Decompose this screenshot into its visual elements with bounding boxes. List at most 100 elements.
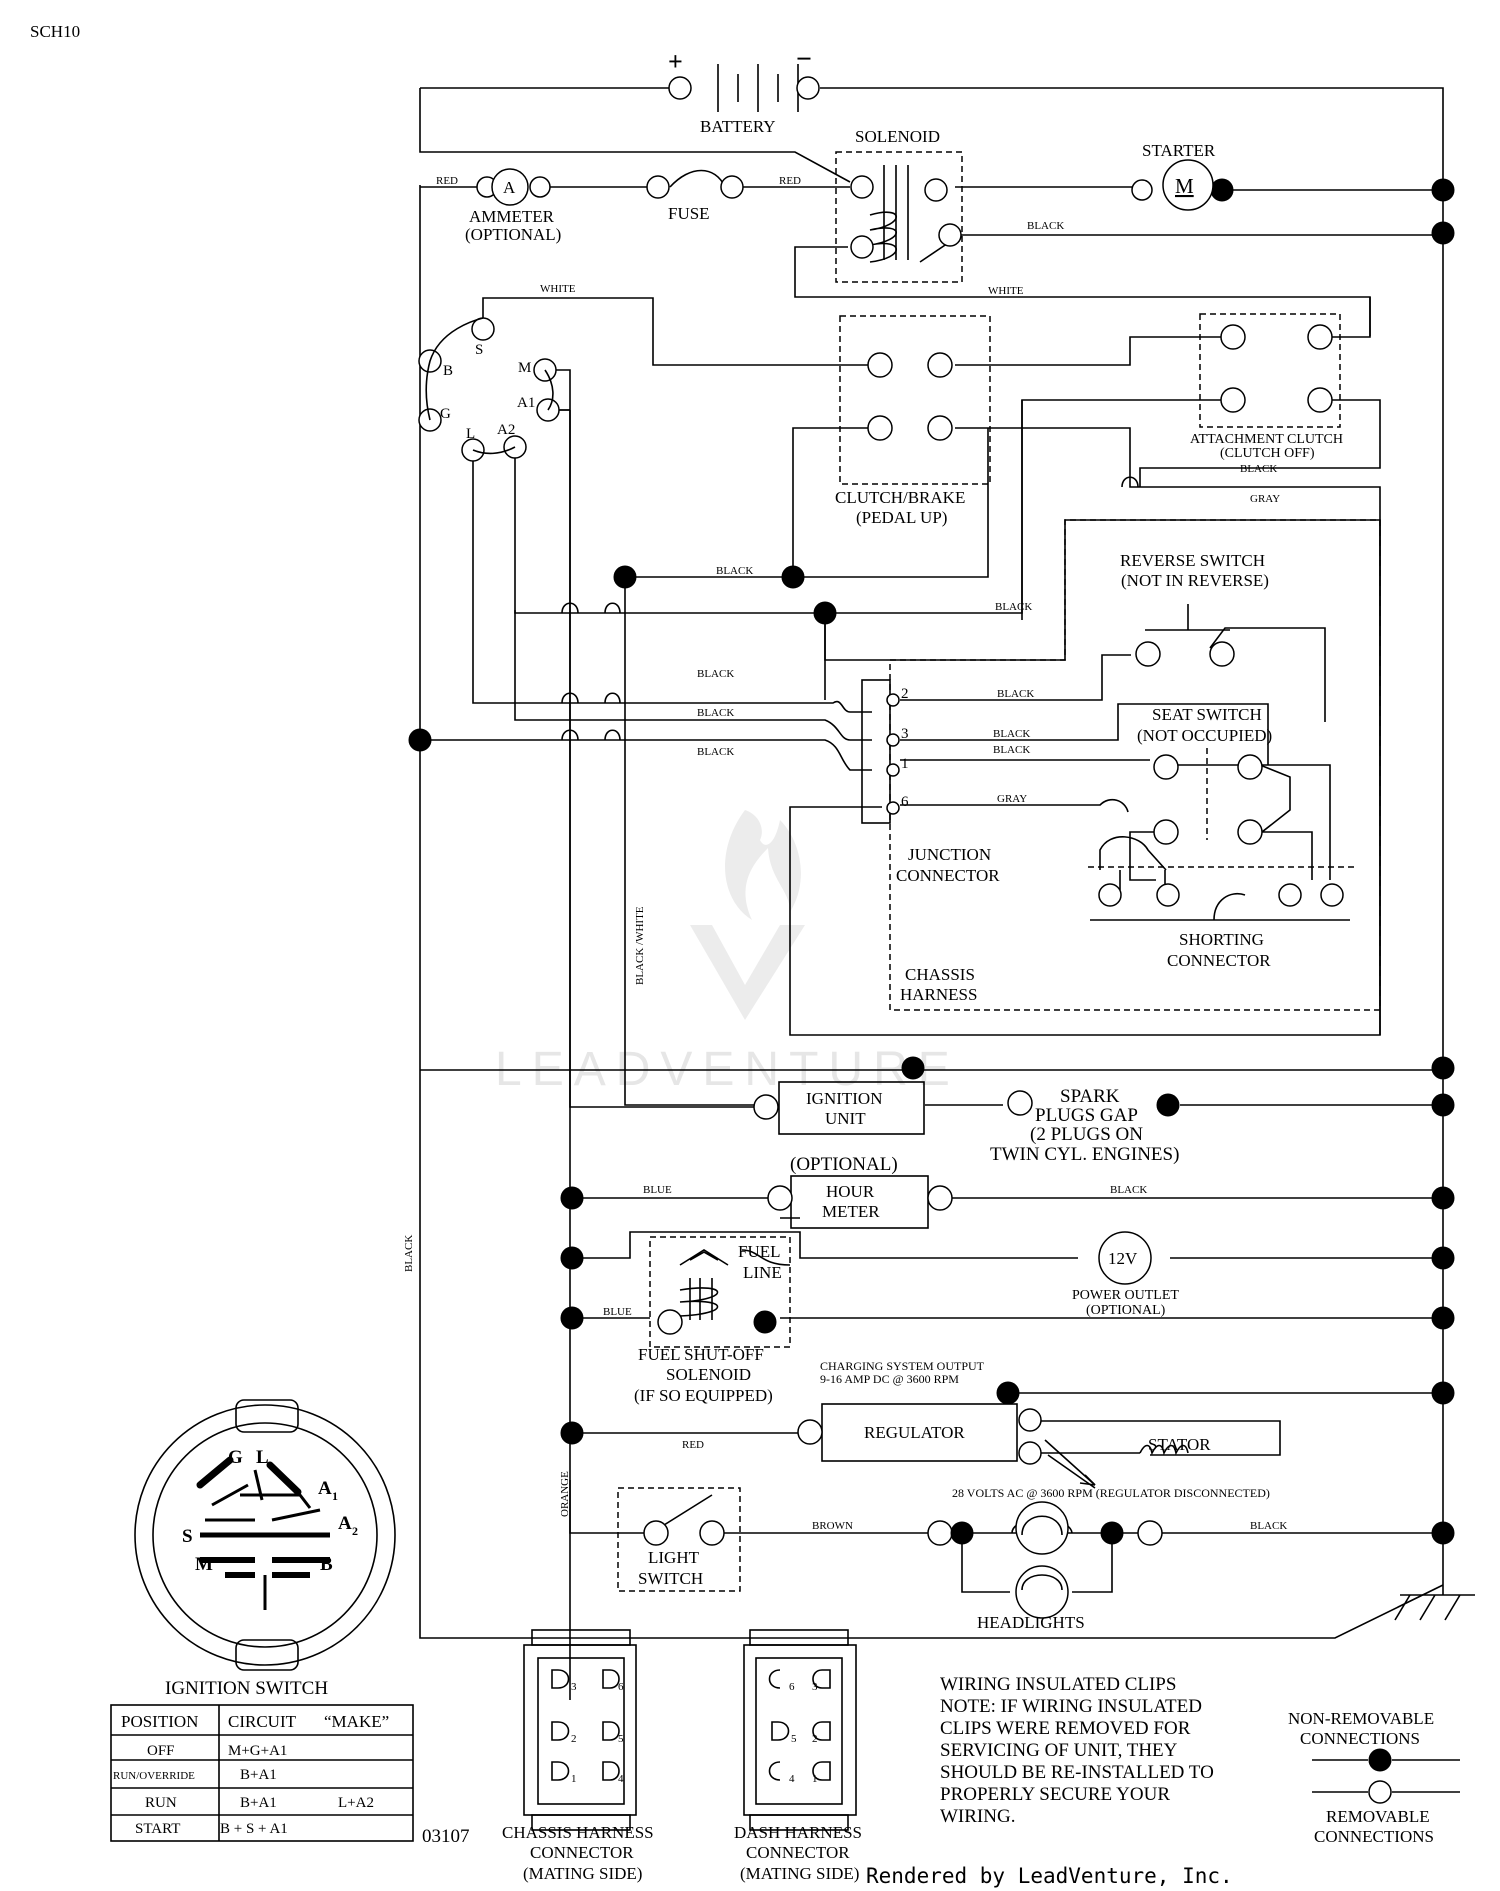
junction-pin-labels: 2 3 1 6 (901, 686, 909, 810)
power-outlet-symbol: 12V (1108, 1249, 1138, 1268)
junction-pin-2: 2 (901, 686, 909, 702)
face-l: L (256, 1447, 269, 1468)
charging-label-2: 9-16 AMP DC @ 3600 RPM (820, 1372, 959, 1386)
starter-symbol: M (1175, 174, 1194, 198)
wire-black-7: BLACK (697, 707, 734, 719)
ignition-switch-table: POSITION CIRCUIT “MAKE” OFF M+G+A1 RUN/O… (110, 1704, 414, 1842)
legend-removable-1: REMOVABLE (1326, 1807, 1430, 1826)
regulator-label: REGULATOR (864, 1423, 965, 1442)
dash-harness-connector: 6 3 5 2 4 1 DASH HARNESS CONNECTOR (MATI… (734, 1629, 862, 1883)
wire-black-1: BLACK (1027, 220, 1064, 232)
seat-label-1: SEAT SWITCH (1152, 705, 1262, 724)
row-3-circuit: B + S + A1 (220, 1821, 288, 1837)
spark-label-1: SPARK (1060, 1086, 1120, 1107)
fuel-solenoid-label-3: (IF SO EQUIPPED) (634, 1386, 773, 1405)
legend: NON-REMOVABLE CONNECTIONS REMOVABLE CONN… (1288, 1709, 1434, 1846)
wire-blue-2: BLUE (603, 1306, 632, 1318)
starter-label: STARTER (1142, 141, 1216, 160)
attach-label-1: ATTACHMENT CLUTCH (1190, 432, 1343, 447)
chassis-pin-3: 3 (571, 1681, 577, 1693)
face-a2: A (338, 1513, 352, 1534)
junction-pin-1: 1 (901, 756, 909, 772)
wire-black-8: BLACK (993, 728, 1030, 740)
charging-label-1: CHARGING SYSTEM OUTPUT (820, 1359, 985, 1373)
face-g: G (228, 1447, 243, 1468)
row-1-circuit: B+A1 (240, 1767, 277, 1783)
ignition-unit-label-2: UNIT (825, 1109, 866, 1128)
light-switch-label-1: LIGHT (648, 1548, 700, 1567)
wire-hops (561, 476, 1139, 741)
dash-pin-5: 5 (791, 1733, 797, 1745)
wire-white-1: WHITE (540, 283, 576, 295)
clips-note-line-2: CLIPS WERE REMOVED FOR (940, 1718, 1191, 1739)
legend-removable-2: CONNECTIONS (1314, 1827, 1434, 1846)
ammeter-symbol: A (503, 178, 516, 197)
chassis-pin-6: 6 (618, 1681, 624, 1693)
dash-connector-label-2: CONNECTOR (746, 1843, 850, 1862)
spark-label-2: PLUGS GAP (1035, 1105, 1138, 1126)
terminal-b: B (443, 363, 453, 379)
wire-red-1: RED (436, 175, 458, 187)
face-s: S (182, 1526, 193, 1547)
dash-connector-label-1: DASH HARNESS (734, 1823, 862, 1842)
clips-note-line-1: NOTE: IF WIRING INSULATED (940, 1696, 1202, 1717)
chassis-connector-label-3: (MATING SIDE) (523, 1864, 642, 1883)
dashed-boxes (617, 151, 1381, 1592)
shorting-label-1: SHORTING (1179, 930, 1264, 949)
dash-connector-label-3: (MATING SIDE) (740, 1864, 859, 1883)
legend-nonremovable-1: NON-REMOVABLE (1288, 1709, 1434, 1728)
wire-black-3: BLACK (716, 565, 753, 577)
attach-label-2: (CLUTCH OFF) (1220, 446, 1315, 461)
nonremovable-connections (408, 178, 1455, 1772)
spark-label-4: TWIN CYL. ENGINES) (990, 1144, 1179, 1165)
header-circuit: CIRCUIT (228, 1712, 297, 1731)
reverse-label-1: REVERSE SWITCH (1120, 551, 1265, 570)
wire-orange: ORANGE (559, 1471, 571, 1517)
fuel-solenoid-label-1: FUEL SHUT-OFF (638, 1345, 764, 1364)
row-1-position: RUN/OVERRIDE (113, 1770, 195, 1782)
wire-blue-1: BLUE (643, 1184, 672, 1196)
clutch-label-2: (PEDAL UP) (856, 508, 947, 527)
chassis-connector-label-2: CONNECTOR (530, 1843, 634, 1862)
ignition-unit-label-1: IGNITION (806, 1089, 882, 1108)
hour-meter-label-2: METER (822, 1202, 880, 1221)
wire-black-11: BLACK (1110, 1184, 1147, 1196)
junction-pin-6: 6 (901, 794, 909, 810)
ammeter-label-2: (OPTIONAL) (465, 225, 561, 244)
chassis-pin-1: 1 (571, 1773, 577, 1785)
battery-positive: + (668, 47, 683, 76)
light-switch-label-2: SWITCH (638, 1569, 703, 1588)
clutch-label-1: CLUTCH/BRAKE (835, 488, 965, 507)
wire-brown: BROWN (812, 1520, 853, 1532)
power-outlet-label-2: (OPTIONAL) (1086, 1303, 1166, 1318)
legend-nonremovable-2: CONNECTIONS (1300, 1729, 1420, 1748)
wire-black-5: BLACK (697, 668, 734, 680)
ignition-switch-title: IGNITION SWITCH (165, 1678, 328, 1699)
row-2-position: RUN (145, 1795, 177, 1811)
battery-label: BATTERY (700, 117, 776, 136)
render-credit: Rendered by LeadVenture, Inc. (866, 1864, 1233, 1888)
chassis-harness-label-1: CHASSIS (905, 965, 975, 984)
wire-black-9: BLACK (993, 744, 1030, 756)
ignition-terminal-labels: B S M A1 G L A2 (440, 342, 535, 442)
terminal-a2: A2 (497, 422, 515, 438)
ignition-switch-face: G L A 1 A 2 S M B IGNITION SWITCH (134, 1399, 396, 1699)
junction-label-2: CONNECTOR (896, 866, 1000, 885)
chassis-connector-label-1: CHASSIS HARNESS (502, 1823, 654, 1842)
ac-voltage-note: 28 VOLTS AC @ 3600 RPM (REGULATOR DISCON… (952, 1486, 1270, 1500)
wire-white-2: WHITE (988, 285, 1024, 297)
junction-pin-3: 3 (901, 726, 909, 742)
ammeter-label-1: AMMETER (469, 207, 555, 226)
face-a1: A (318, 1478, 332, 1499)
wire-black-12: BLACK (1250, 1520, 1287, 1532)
hour-meter-optional: (OPTIONAL) (790, 1154, 898, 1175)
fuse-label: FUSE (668, 204, 710, 223)
wire-labels: RED RED BLACK WHITE WHITE BLACK GRAY BLA… (403, 175, 1287, 1532)
chassis-harness-connector: 3 6 2 5 1 4 CHASSIS HARNESS CONNECTOR (M… (502, 1629, 654, 1883)
clips-note-line-6: WIRING. (940, 1806, 1015, 1827)
wire-red-2: RED (779, 175, 801, 187)
face-a2-sub: 2 (352, 1524, 358, 1538)
row-2-extra: L+A2 (338, 1795, 374, 1811)
row-2-circuit: B+A1 (240, 1795, 277, 1811)
wire-gray-1: GRAY (1250, 493, 1280, 505)
